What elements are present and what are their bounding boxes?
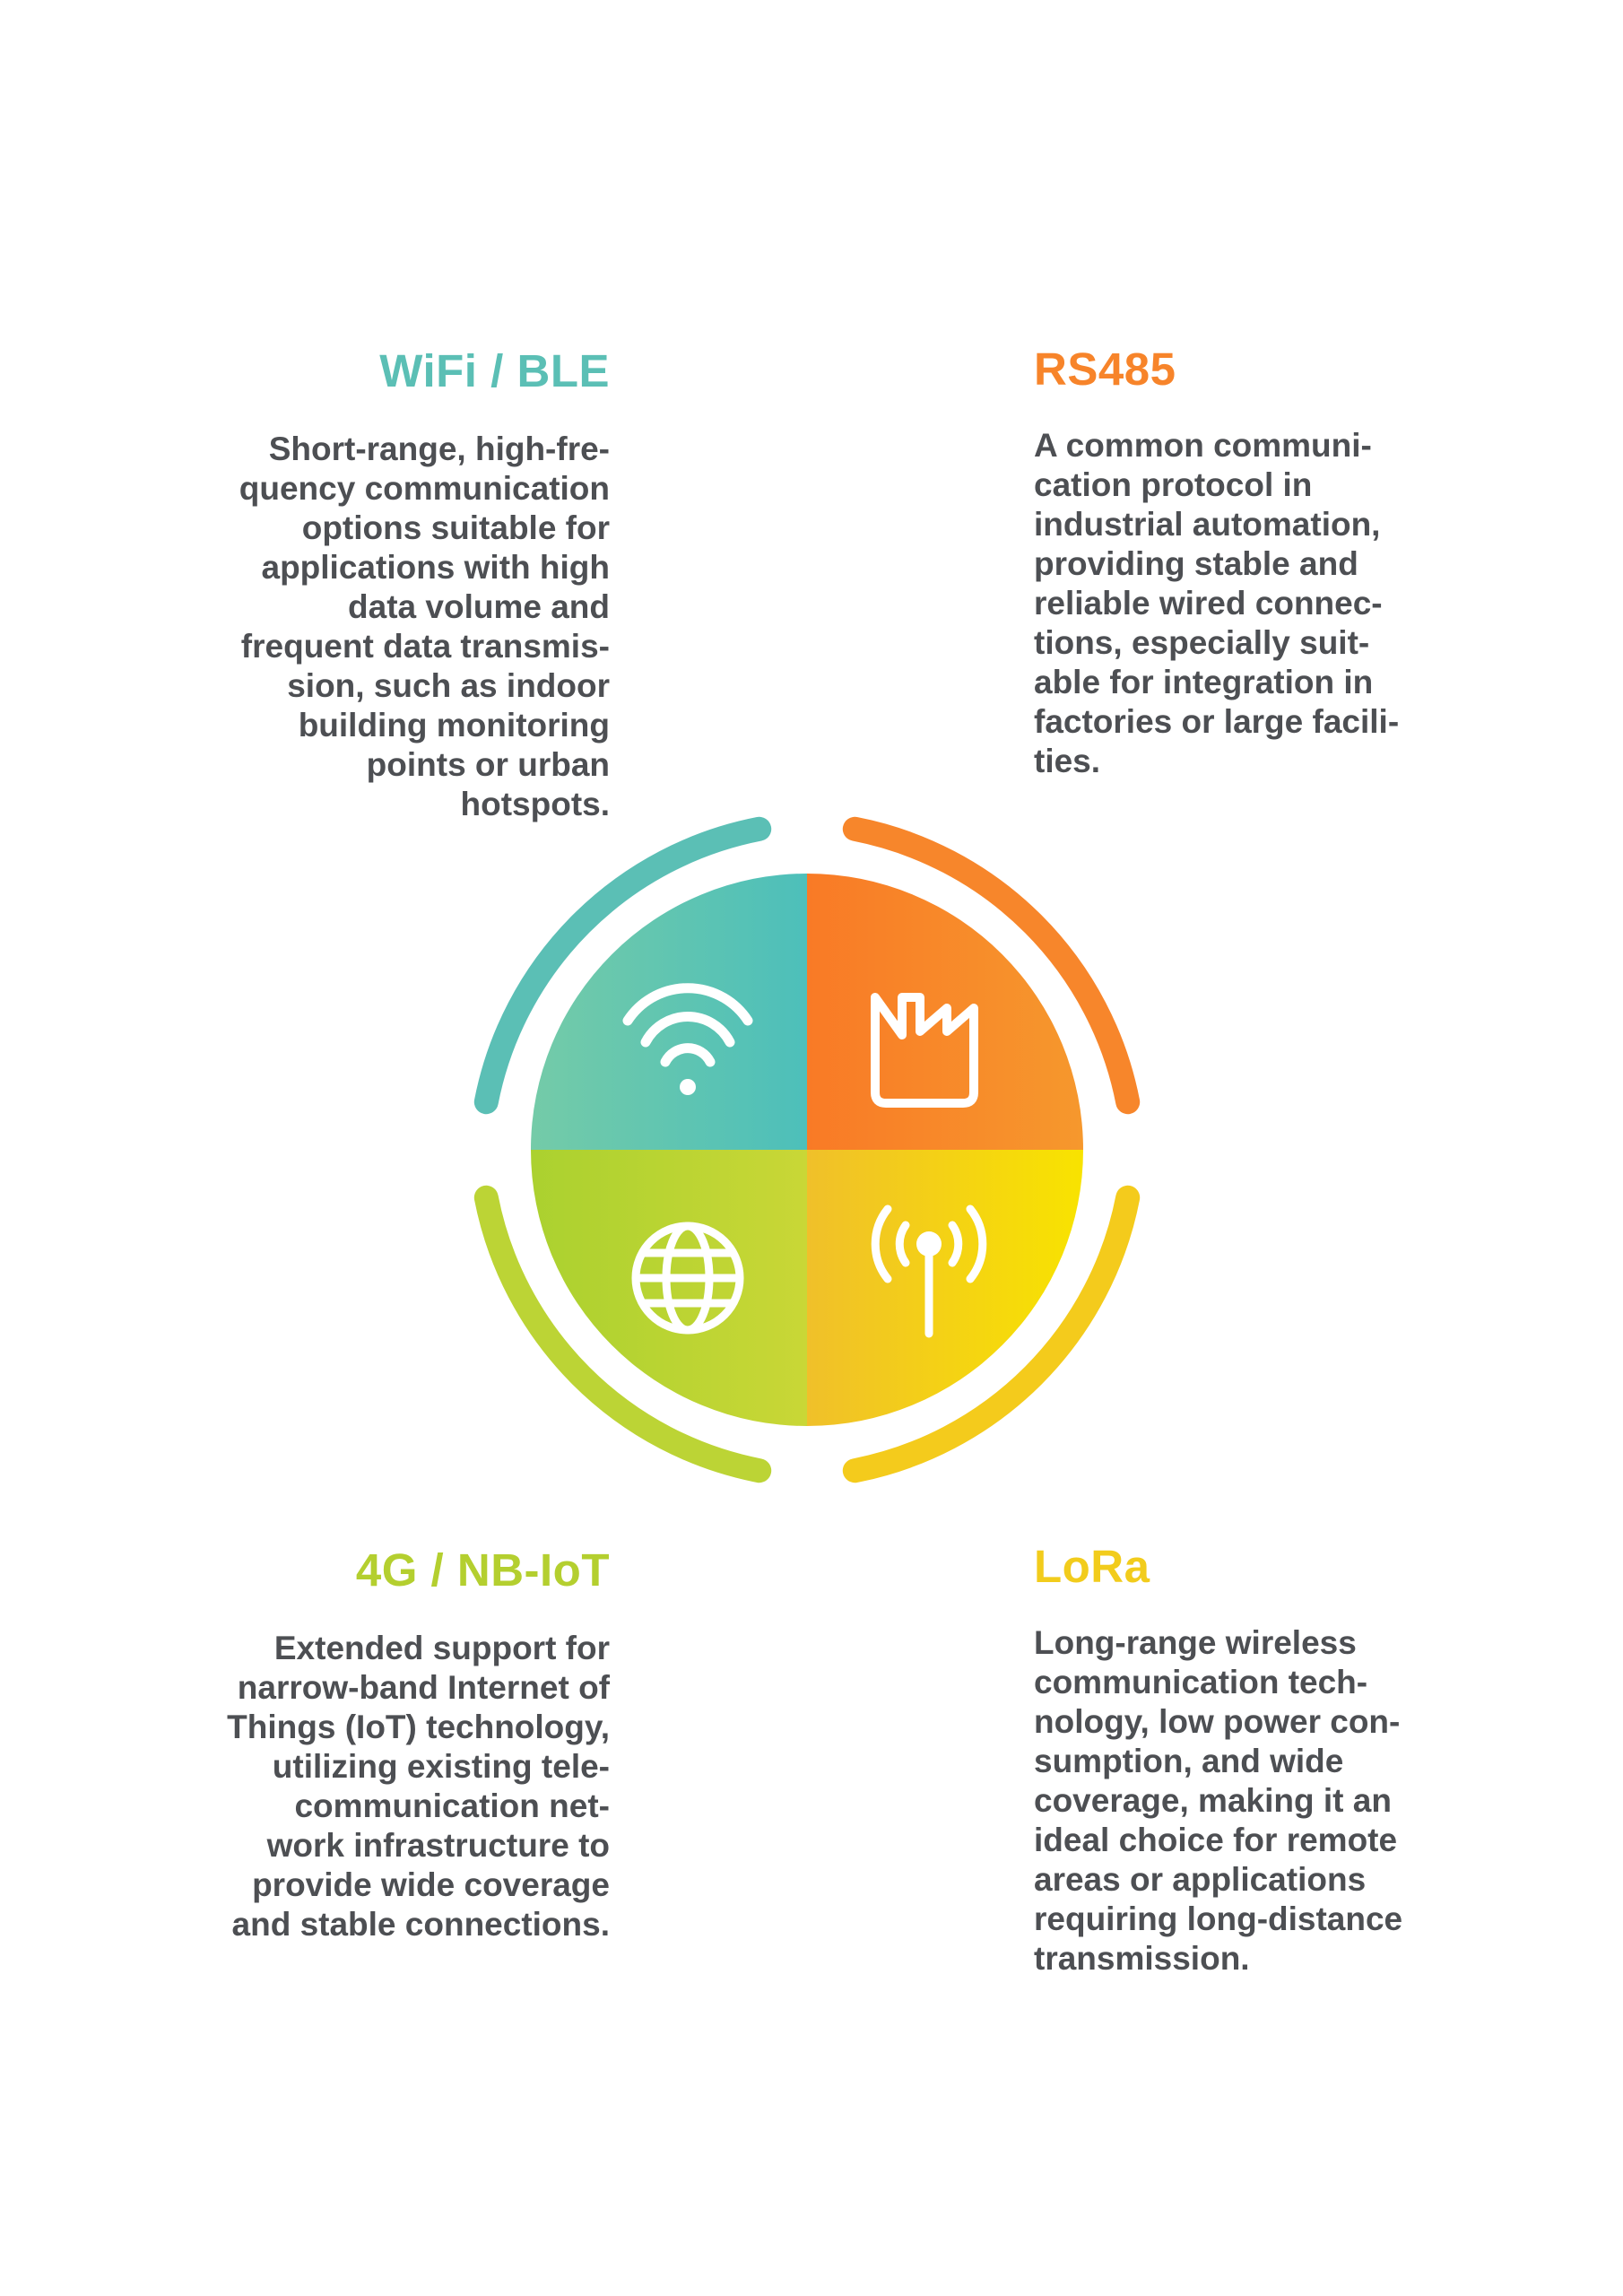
4g-nbiot-title: 4G / NB-IoT xyxy=(355,1544,610,1596)
wifi-icon xyxy=(622,983,753,1095)
factory-icon xyxy=(871,993,978,1108)
4g-nbiot-section: 4G / NB-IoT Extended support for narrow-… xyxy=(143,1547,610,1944)
wifi-ble-description: Short-range, high-fre- quency communicat… xyxy=(239,430,610,822)
lora-title: LoRa xyxy=(1034,1541,1150,1592)
rs485-arc xyxy=(842,816,1141,1115)
rs485-title: RS485 xyxy=(1034,344,1176,395)
lora-quadrant xyxy=(807,1150,1083,1426)
wifi-ble-section: WiFi / BLE Short-range, high-fre- quency… xyxy=(143,348,610,824)
wifi-arc xyxy=(473,816,772,1115)
lora-section: LoRa Long-range wireless communication t… xyxy=(1034,1544,1482,1979)
lora-arc xyxy=(842,1185,1141,1483)
wifi-quadrant xyxy=(531,874,807,1150)
rs485-description: A common communi- cation protocol in ind… xyxy=(1034,427,1400,779)
rs485-section: RS485 A common communi- cation protocol … xyxy=(1034,346,1482,781)
4g-nbiot-description: Extended support for narrow-band Interne… xyxy=(227,1630,610,1943)
wifi-ble-title: WiFi / BLE xyxy=(379,345,610,396)
globe-icon xyxy=(631,1222,744,1335)
lora-description: Long-range wireless communication tech- … xyxy=(1034,1624,1403,1977)
cellular-arc xyxy=(473,1185,772,1483)
connectivity-wheel xyxy=(473,816,1141,1483)
antenna-icon xyxy=(871,1205,987,1338)
